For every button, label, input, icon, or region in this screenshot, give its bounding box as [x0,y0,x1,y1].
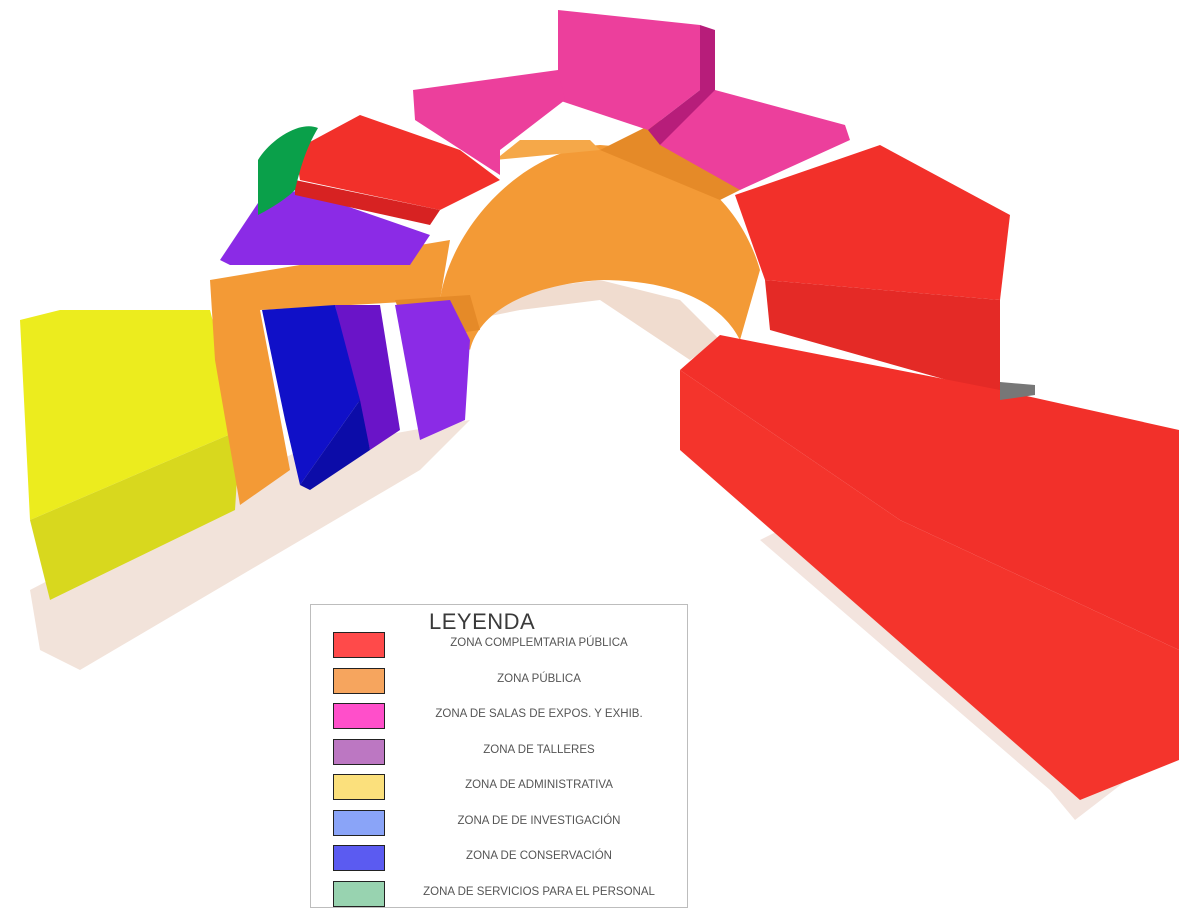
legend-item: ZONA DE SERVICIOS PARA EL PERSONAL [311,876,687,912]
legend-label: ZONA DE SALAS DE EXPOS. Y EXHIB. [435,708,643,720]
legend-item: ZONA DE ADMINISTRATIVA [311,769,687,805]
legend-item: ZONA DE DE INVESTIGACIÓN [311,805,687,841]
zone-servicios [258,126,318,215]
legend-label: ZONA COMPLEMTARIA PÚBLICA [450,637,628,649]
base-slab-left [30,420,470,670]
compl-top-left-front [295,180,440,225]
zone-administrativa [20,310,240,600]
zone-salas [413,10,850,190]
base-slab-center [470,280,720,360]
admin-front [30,430,240,600]
public-core [440,145,760,350]
conservacion-top [262,305,360,485]
legend-swatch [333,703,385,729]
legend-item: ZONA DE TALLERES [311,734,687,770]
public-core-top-left [495,140,600,160]
legend-swatch [333,774,385,800]
compl-right-2 [765,280,1000,395]
legend-swatch [333,632,385,658]
servicios-marker [258,126,318,215]
compl-right-big-front [680,370,1179,800]
talleres-top [220,190,430,265]
talleres-wedge-1 [335,305,400,450]
legend-swatch [333,667,385,694]
zone-conservacion [262,305,370,490]
legend-title: LEYENDA [429,609,536,634]
public-ring-left [210,240,450,505]
legend-item: ZONA COMPLEMTARIA PÚBLICA [311,627,687,663]
salas-left [413,70,565,175]
legend-label: ZONA DE SERVICIOS PARA EL PERSONAL [423,885,655,898]
conservacion-front [300,400,370,490]
legend-label: ZONA DE TALLERES [483,743,595,756]
legend-label: ZONA DE CONSERVACIÓN [466,850,612,862]
legend-label: ZONA DE DE INVESTIGACIÓN [457,814,621,827]
legend-label: ZONA DE ADMINISTRATIVA [465,779,613,791]
zone-complementaria [295,115,1179,800]
legend-swatch [333,880,385,907]
shadow-sliver [1000,382,1035,400]
legend: LEYENDA ZONA COMPLEMTARIA PÚBLICA ZONA PÚ… [310,604,688,908]
legend-item: ZONA DE SALAS DE EXPOS. Y EXHIB. [311,698,687,734]
compl-right-1 [735,145,1010,300]
public-core-top-right [600,120,740,200]
salas-top-center [558,10,700,130]
legend-item: ZONA DE CONSERVACIÓN [311,840,687,876]
compl-right-big-top [680,335,1179,650]
salas-top-center-side [648,25,715,145]
legend-swatch [333,738,385,765]
admin-top [20,310,240,520]
legend-swatch [333,845,385,871]
compl-top-left [295,115,500,210]
zone-talleres [220,190,470,450]
legend-label: ZONA PÚBLICA [497,672,581,685]
legend-swatch [333,809,385,836]
salas-right [660,90,850,190]
talleres-wedge-2 [395,300,470,440]
legend-item: ZONA PÚBLICA [311,663,687,699]
